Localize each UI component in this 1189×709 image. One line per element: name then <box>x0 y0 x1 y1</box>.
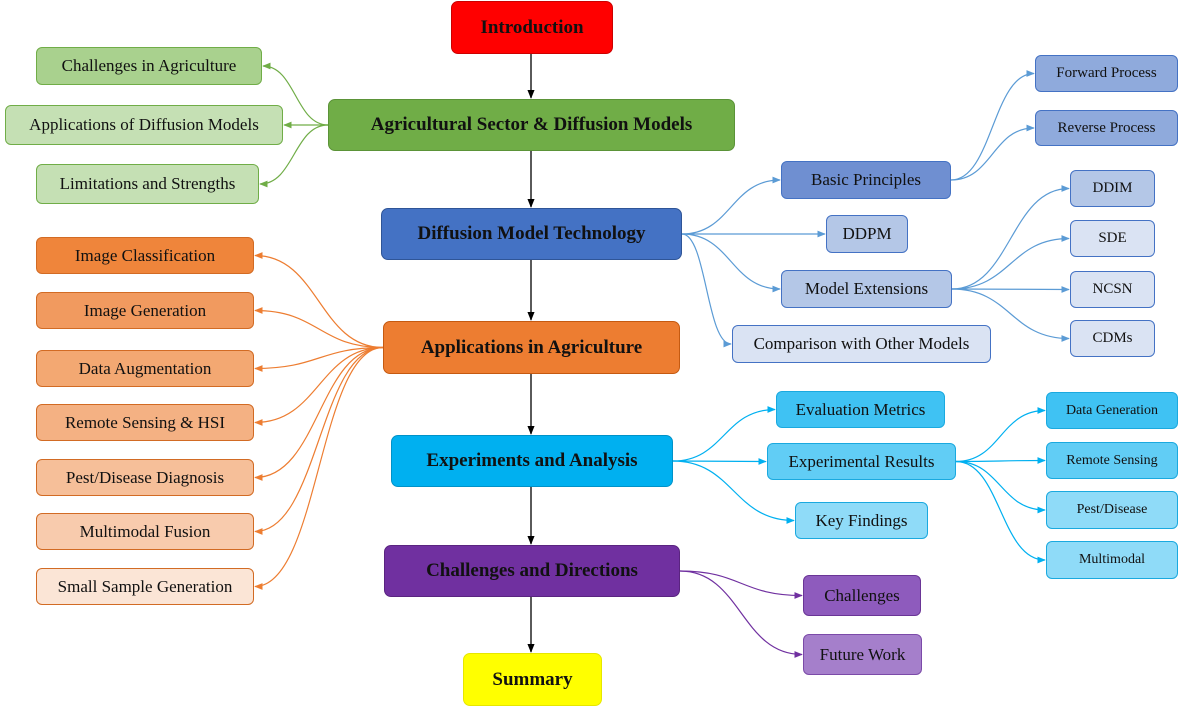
diffusion-technology-node: Diffusion Model Technology <box>381 208 682 260</box>
pest-disease-diagnosis-node: Pest/Disease Diagnosis <box>36 459 254 496</box>
limitations-strengths-node: Limitations and Strengths <box>36 164 259 204</box>
cyan-link <box>672 458 767 465</box>
orange-link <box>254 346 384 481</box>
blue-link <box>950 124 1035 181</box>
cyan-link <box>672 406 776 462</box>
reverse-process-node: Reverse Process <box>1035 110 1178 146</box>
pest-disease-node: Pest/Disease <box>1046 491 1178 529</box>
blue-link <box>681 176 781 235</box>
blue-link <box>950 70 1035 181</box>
challenges-in-agriculture-node: Challenges in Agriculture <box>36 47 262 85</box>
cyan-link <box>955 460 1046 514</box>
future-work-node: Future Work <box>803 634 922 675</box>
orange-link <box>254 346 384 535</box>
sde-node: SDE <box>1070 220 1155 257</box>
cyan-link <box>955 460 1046 564</box>
remote-sensing-node: Remote Sensing <box>1046 442 1178 479</box>
multimodal-node: Multimodal <box>1046 541 1178 579</box>
multimodal-fusion-node: Multimodal Fusion <box>36 513 254 550</box>
blue-link <box>951 185 1070 290</box>
remote-sensing-hsi-node: Remote Sensing & HSI <box>36 404 254 441</box>
cyan-link <box>672 460 795 524</box>
data-augmentation-node: Data Augmentation <box>36 350 254 387</box>
image-classification-node: Image Classification <box>36 237 254 274</box>
orange-link <box>254 252 384 349</box>
forward-process-node: Forward Process <box>1035 55 1178 92</box>
ncsn-node: NCSN <box>1070 271 1155 308</box>
cyan-link <box>955 457 1046 464</box>
orange-link <box>254 346 384 590</box>
blue-link <box>951 235 1070 290</box>
ddim-node: DDIM <box>1070 170 1155 207</box>
orange-link <box>254 307 384 349</box>
green-link <box>259 124 329 188</box>
introduction-node: Introduction <box>451 1 613 54</box>
summary-node: Summary <box>463 653 602 706</box>
blue-link <box>681 233 781 293</box>
applications-of-diffusion-node: Applications of Diffusion Models <box>5 105 283 145</box>
blue-link <box>681 233 732 348</box>
orange-link <box>254 346 384 426</box>
agricultural-sector-node: Agricultural Sector & Diffusion Models <box>328 99 735 151</box>
cyan-link <box>955 407 1046 463</box>
model-extensions-node: Model Extensions <box>781 270 952 308</box>
data-generation-node: Data Generation <box>1046 392 1178 429</box>
challenges-node: Challenges <box>803 575 921 616</box>
green-link <box>262 62 329 126</box>
purple-link <box>679 570 803 658</box>
evaluation-metrics-node: Evaluation Metrics <box>776 391 945 428</box>
experiments-node: Experiments and Analysis <box>391 435 673 487</box>
orange-link <box>254 346 384 372</box>
blue-link <box>951 286 1070 293</box>
experimental-results-node: Experimental Results <box>767 443 956 480</box>
image-generation-node: Image Generation <box>36 292 254 329</box>
blue-link <box>951 288 1070 342</box>
purple-link <box>679 570 803 599</box>
small-sample-generation-node: Small Sample Generation <box>36 568 254 605</box>
key-findings-node: Key Findings <box>795 502 928 539</box>
challenges-directions-node: Challenges and Directions <box>384 545 680 597</box>
applications-node: Applications in Agriculture <box>383 321 680 374</box>
basic-principles-node: Basic Principles <box>781 161 951 199</box>
comparison-models-node: Comparison with Other Models <box>732 325 991 363</box>
ddpm-node: DDPM <box>826 215 908 253</box>
cdms-node: CDMs <box>1070 320 1155 357</box>
